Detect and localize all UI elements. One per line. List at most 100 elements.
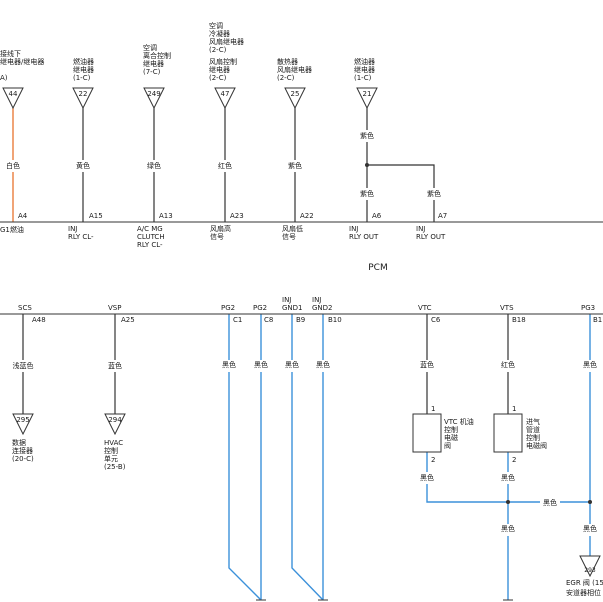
dest-label: 单元 xyxy=(104,454,118,463)
component-label: VTC 机油 xyxy=(444,417,474,426)
source-label: 冷凝器 xyxy=(209,29,230,38)
wire-color-label: 绿色 xyxy=(147,161,161,170)
dest-label: EGR 阀 (15 xyxy=(566,578,603,587)
dest-label: 安道器相位 xyxy=(566,588,601,597)
pcm-signal-label: INJ xyxy=(282,296,291,304)
wire-color-label: 红色 xyxy=(218,161,232,170)
connector-pin-number: 47 xyxy=(221,90,230,98)
pcm-pin-label: A23 xyxy=(230,212,244,220)
pcm-signal-label: SCS xyxy=(18,304,32,312)
pcm-signal-label: PG3 xyxy=(581,304,595,312)
wire-color-label: 黑色 xyxy=(501,524,515,533)
connector-pin-triangle xyxy=(284,87,306,110)
connector-pin-triangle xyxy=(356,87,378,110)
pcm-signal-label: 信号 xyxy=(282,232,296,241)
connector-pin-triangle xyxy=(579,555,601,578)
pcm-signal-label: 信号 xyxy=(210,232,224,241)
wire-blue xyxy=(426,484,540,503)
wire-color-label: 黑色 xyxy=(285,360,299,369)
pcm-pin-label: A25 xyxy=(121,316,135,324)
dest-label: (25-B) xyxy=(104,463,126,471)
pcm-pin-label: A6 xyxy=(372,212,382,220)
pcm-signal-label: RLY OUT xyxy=(349,233,379,241)
source-label: 风扇继电器 xyxy=(209,37,244,46)
connector-group-vts: VTS B18 红色 1 进气 管道 控制 电磁阀 2 黑色 黑色 黑色 xyxy=(493,304,592,533)
source-label: 风扇控制 xyxy=(209,57,237,66)
connector-group-25: 散热器 风扇继电器 (2-C) 25 紫色 A22 风扇低 信号 xyxy=(277,57,314,241)
wire-dark xyxy=(367,164,435,188)
pcm-pin-label: B9 xyxy=(296,316,305,324)
connector-pin-triangle xyxy=(143,87,165,110)
source-label: 离合控制 xyxy=(143,51,171,60)
pcm-pin-label: A4 xyxy=(18,212,28,220)
pcm-signal-label: VTS xyxy=(500,304,514,312)
source-label: 风扇继电器 xyxy=(277,65,312,74)
wire-color-label: 紫色 xyxy=(288,161,302,170)
connector-pin-number: 249 xyxy=(147,90,160,98)
connector-pin-number: 21 xyxy=(363,90,372,98)
pcm-signal-label: CLUTCH xyxy=(137,233,165,241)
wire-color-label: 黑色 xyxy=(420,473,434,482)
pcm-signal-label: PG2 xyxy=(221,304,235,312)
pcm-signal-label: INJ xyxy=(416,225,425,233)
source-label: (2-C) xyxy=(209,46,227,54)
connector-group-21: 燃油器 继电器 (1-C) 21 紫色 紫色 紫色 A6 A7 INJ RLY … xyxy=(349,57,447,241)
pcm-pin-label: C6 xyxy=(431,316,441,324)
pcm-signal-label: 风扇低 xyxy=(282,224,303,233)
source-label: 继电器/继电器 xyxy=(0,57,44,66)
connector-pin-triangle xyxy=(12,413,34,436)
wire-layer xyxy=(12,108,591,601)
pcm-pin-label: A48 xyxy=(32,316,46,324)
wire-color-label: 浅蓝色 xyxy=(13,361,34,370)
dest-label: 连接器 xyxy=(12,446,33,455)
splice-dot xyxy=(365,163,369,167)
pcm-signal-label: A/C MG xyxy=(137,225,163,233)
pcm-pin-label: A13 xyxy=(159,212,173,220)
source-label: (7-C) xyxy=(143,68,161,76)
wire-color-label: 黑色 xyxy=(222,360,236,369)
pcm-pin-label: C8 xyxy=(264,316,273,324)
connector-group-47: 空调 冷凝器 风扇继电器 (2-C) 风扇控制 继电器 (2-C) 47 红色 … xyxy=(209,21,244,241)
dest-label: HVAC xyxy=(104,439,123,447)
source-label: 继电器 xyxy=(143,59,164,68)
pcm-signal-label: INJ xyxy=(312,296,321,304)
component-label: 控制 xyxy=(526,433,540,442)
connector-group-44: 接线下 继电器/继电器 A) 44 白色 A4 G1燃油 xyxy=(0,49,44,234)
ground-group: PG2 C1 黑色 PG2 C8 黑色 INJ GND1 B9 黑色 INJ G… xyxy=(221,296,342,369)
solenoid-box xyxy=(493,413,523,453)
component-label: 电磁阀 xyxy=(526,441,547,450)
connector-pin-number: 294 xyxy=(108,416,122,424)
component-label: 控制 xyxy=(444,425,458,434)
connector-pin-number: 25 xyxy=(291,90,300,98)
wire-color-label: 蓝色 xyxy=(420,360,434,369)
component-pin-label: 2 xyxy=(431,456,435,464)
pcm-pin-label: A7 xyxy=(438,212,447,220)
pcm-signal-label: RLY CL- xyxy=(68,233,94,241)
source-label: (1-C) xyxy=(73,74,91,82)
solenoid-box xyxy=(412,413,442,453)
pcm-signal-label: RLY OUT xyxy=(416,233,446,241)
pcm-signal-label: RLY CL- xyxy=(137,241,163,249)
wire-color-label: 蓝色 xyxy=(108,361,122,370)
pcm-pin-label: B18 xyxy=(512,316,526,324)
source-label: 接线下 xyxy=(0,49,21,58)
pcm-pin-label: B1 xyxy=(593,316,602,324)
connector-group-249: 空调 离合控制 继电器 (7-C) 249 绿色 A13 A/C MG CLUT… xyxy=(137,43,173,249)
connector-pin-triangle xyxy=(72,87,94,110)
pcm-label: PCM xyxy=(368,263,387,273)
pcm-signal-label: VTC xyxy=(418,304,432,312)
wire-color-label: 紫色 xyxy=(360,189,374,198)
component-label: 进气 xyxy=(526,417,540,426)
pcm-signal-label: PG2 xyxy=(253,304,267,312)
splice-dot xyxy=(506,500,510,504)
wire-color-label: 紫色 xyxy=(427,189,441,198)
component-label: 管道 xyxy=(526,425,540,434)
component-pin-label: 1 xyxy=(512,405,516,413)
connector-pin-number: 44 xyxy=(9,90,18,98)
source-label: 空调 xyxy=(209,21,223,30)
connector-pin-triangle xyxy=(104,413,126,436)
wire-color-label: 黑色 xyxy=(501,473,515,482)
pcm-signal-label: VSP xyxy=(108,304,121,312)
component-pin-label: 2 xyxy=(512,456,516,464)
